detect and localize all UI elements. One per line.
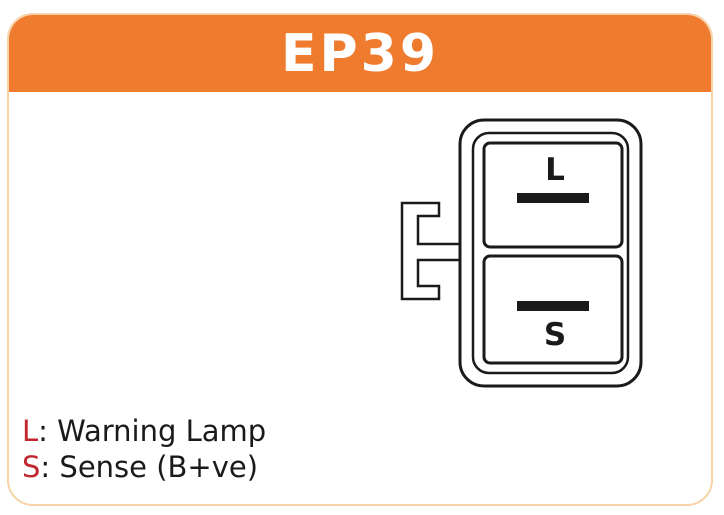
legend-item-s: S: Sense (B+ve) xyxy=(22,449,266,485)
connector-card: EP39 xyxy=(7,13,713,506)
legend-description: Warning Lamp xyxy=(57,414,267,448)
legend-code: L xyxy=(22,414,39,448)
legend-separator: : xyxy=(38,414,58,448)
pin-label-l: L xyxy=(545,152,565,188)
terminal-blade-l xyxy=(517,193,589,203)
pin-label-s: S xyxy=(544,317,566,353)
pin-cavity-s xyxy=(482,254,624,365)
connector-code-title: EP39 xyxy=(281,23,439,84)
locking-tab xyxy=(400,201,460,301)
pin-legend: L: Warning Lamp S: Sense (B+ve) xyxy=(22,413,266,485)
header-bar: EP39 xyxy=(9,15,711,92)
legend-separator: : xyxy=(40,450,60,484)
connector-housing-outer xyxy=(458,118,643,388)
legend-item-l: L: Warning Lamp xyxy=(22,413,266,449)
legend-description: Sense (B+ve) xyxy=(59,450,259,484)
connector-housing-inner xyxy=(471,131,630,375)
legend-code: S xyxy=(22,450,41,484)
pin-cavity-l xyxy=(482,141,624,249)
terminal-blade-s xyxy=(517,301,589,311)
